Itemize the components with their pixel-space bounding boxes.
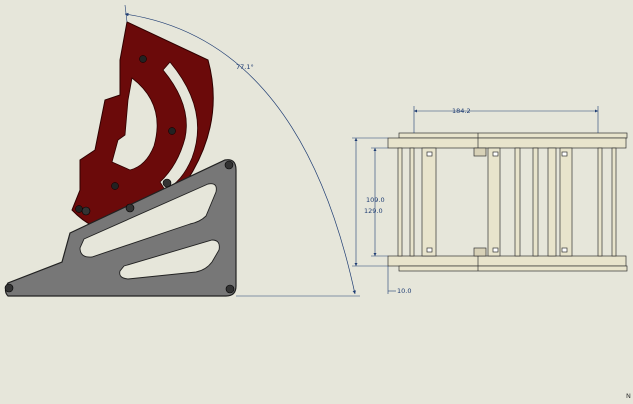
side-view[interactable]: 77.1°: [4, 4, 360, 297]
top-view[interactable]: 184.2 129.0 109.0 10.0: [352, 106, 628, 295]
angle-dimension: 77.1°: [124, 4, 360, 297]
angle-label: 77.1°: [236, 63, 254, 71]
inner-height-dimension: 109.0: [366, 147, 388, 257]
outer-height-label: 129.0: [364, 207, 383, 215]
offset-dimension: 10.0: [387, 266, 411, 295]
corner-mark: N: [626, 392, 631, 400]
width-dimension: 184.2: [413, 106, 599, 133]
width-label: 184.2: [452, 107, 471, 115]
outer-height-dimension: 129.0: [352, 137, 388, 267]
offset-label: 10.0: [397, 287, 411, 295]
inner-height-label: 109.0: [366, 196, 385, 204]
frame-assembly: [387, 132, 628, 272]
